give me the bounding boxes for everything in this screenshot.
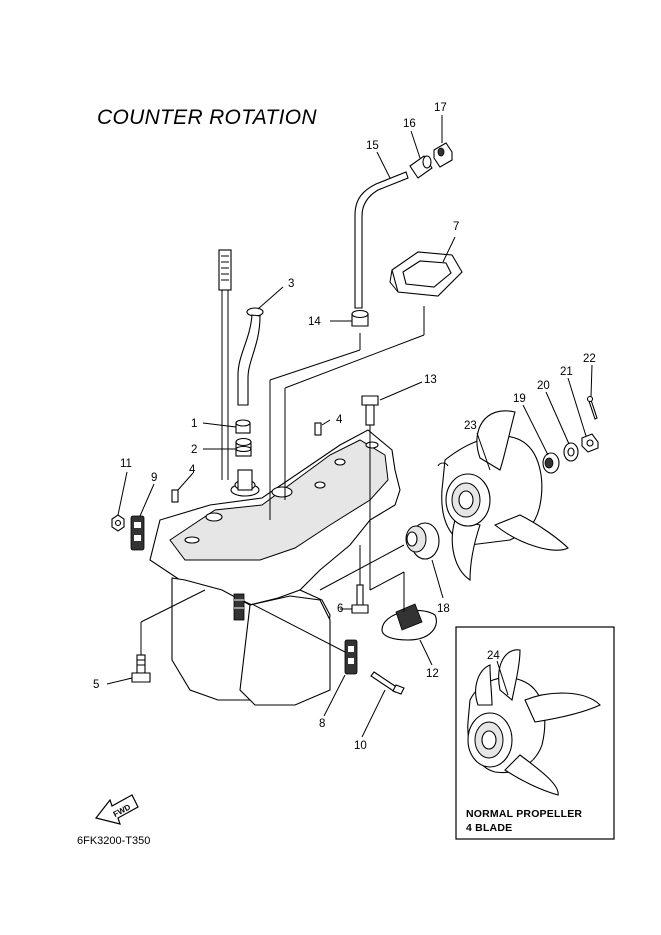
callout-24: 24 — [487, 650, 500, 662]
callout-9: 9 — [151, 472, 157, 484]
part-22-cotter-pin — [586, 395, 598, 420]
part-2-grommet — [235, 437, 252, 457]
part-10-bolt — [370, 671, 405, 695]
callout-18: 18 — [437, 603, 450, 615]
part-18-thrust-holder — [405, 522, 440, 560]
inset-label-line2: 4 BLADE — [466, 822, 513, 834]
callout-12: 12 — [426, 668, 439, 680]
callout-19: 19 — [513, 393, 526, 405]
callout-15: 15 — [366, 140, 379, 152]
callout-8: 8 — [319, 718, 325, 730]
callout-10: 10 — [354, 740, 367, 752]
part-9-anode — [130, 515, 145, 551]
fwd-arrow-icon: FWD — [94, 794, 139, 825]
part-4-dowel-a — [171, 489, 179, 503]
drive-shaft — [218, 249, 232, 480]
part-3-water-pipe — [237, 307, 264, 406]
part-16-joint — [409, 155, 433, 179]
callout-14: 14 — [308, 316, 321, 328]
part-20-washer — [563, 442, 579, 462]
part-7-gasket — [389, 251, 463, 297]
part-1-seal — [235, 419, 251, 434]
inset-normal-propeller: 24 — [455, 626, 615, 840]
callout-4a: 4 — [189, 464, 196, 476]
callout-3: 3 — [288, 278, 294, 290]
part-8-anode — [344, 639, 358, 675]
part-13-bolt — [361, 395, 379, 426]
callout-7: 7 — [453, 221, 459, 233]
callout-numbers: 1 2 3 4 4 5 6 7 8 9 10 11 12 13 14 15 16… — [93, 102, 596, 752]
callout-17: 17 — [434, 102, 447, 114]
part-19-spacer — [542, 452, 560, 474]
lower-case-housing — [149, 429, 401, 706]
part-4-dowel-b — [314, 422, 322, 436]
callout-16: 16 — [403, 118, 416, 130]
part-14-grommet — [351, 309, 369, 327]
leader-lines — [106, 115, 593, 738]
part-5-bolt — [131, 654, 151, 683]
callout-6: 6 — [337, 603, 343, 615]
callout-20: 20 — [537, 380, 550, 392]
part-6-bolt — [351, 584, 369, 614]
callout-11: 11 — [120, 458, 132, 470]
part-15-hose — [354, 171, 409, 309]
callout-23: 23 — [464, 420, 477, 432]
callout-4b: 4 — [336, 414, 343, 426]
callout-5: 5 — [93, 679, 99, 691]
part-21-nut — [581, 433, 599, 453]
part-23-propeller — [437, 410, 569, 582]
part-17-cap — [433, 142, 453, 168]
callout-13: 13 — [424, 374, 437, 386]
part-12-trim-tab — [381, 603, 437, 641]
part-11-nut — [111, 514, 125, 532]
inset-label-line1: NORMAL PROPELLER — [466, 808, 583, 820]
callout-2: 2 — [191, 444, 197, 456]
callout-22: 22 — [583, 353, 596, 365]
callout-1: 1 — [191, 418, 197, 430]
diagram-title: COUNTER ROTATION — [97, 106, 317, 129]
diagram-code: 6FK3200-T350 — [77, 835, 151, 847]
callout-21: 21 — [560, 366, 573, 378]
